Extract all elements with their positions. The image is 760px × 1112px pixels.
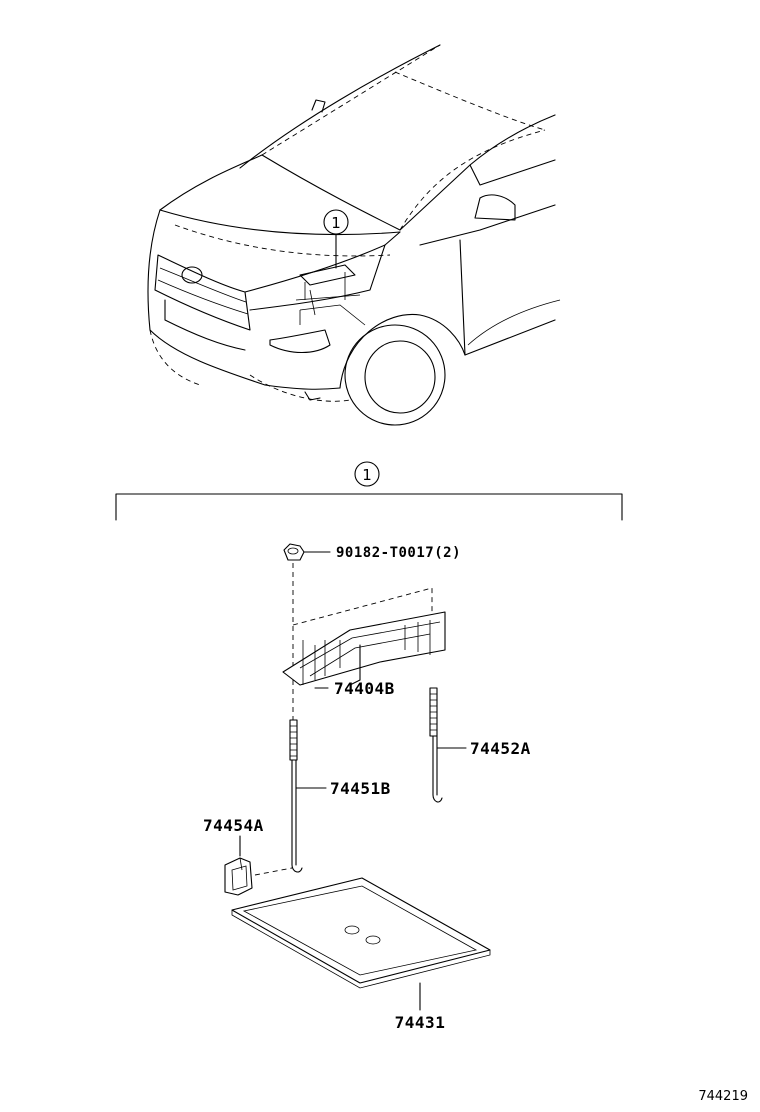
rod-left-part	[289, 719, 303, 873]
vehicle-overview: 1	[147, 44, 561, 426]
nut-part	[283, 543, 331, 561]
label-nut: 90182-T0017(2)	[336, 545, 461, 561]
illustration-id: 744219	[698, 1089, 748, 1104]
exploded-view: 90182-T0017(2) 74404B 74452A	[203, 543, 531, 1032]
detail-header: 1	[115, 461, 623, 521]
detail-circle	[354, 461, 380, 487]
callout-number: 1	[331, 214, 341, 232]
label-rod-right: 74452A	[470, 739, 531, 758]
detail-number: 1	[362, 466, 372, 484]
callout-circle	[323, 209, 349, 235]
label-tray: 74431	[395, 1013, 446, 1032]
detail-bracket	[115, 493, 623, 521]
battery-clamp-part	[282, 611, 446, 686]
label-rod-left: 74451B	[330, 779, 391, 798]
rod-right-part	[429, 687, 443, 803]
label-battery-clamp: 74404B	[334, 679, 395, 698]
label-bracket: 74454A	[203, 816, 264, 835]
bracket-part	[224, 857, 253, 896]
tray-part	[231, 877, 491, 989]
